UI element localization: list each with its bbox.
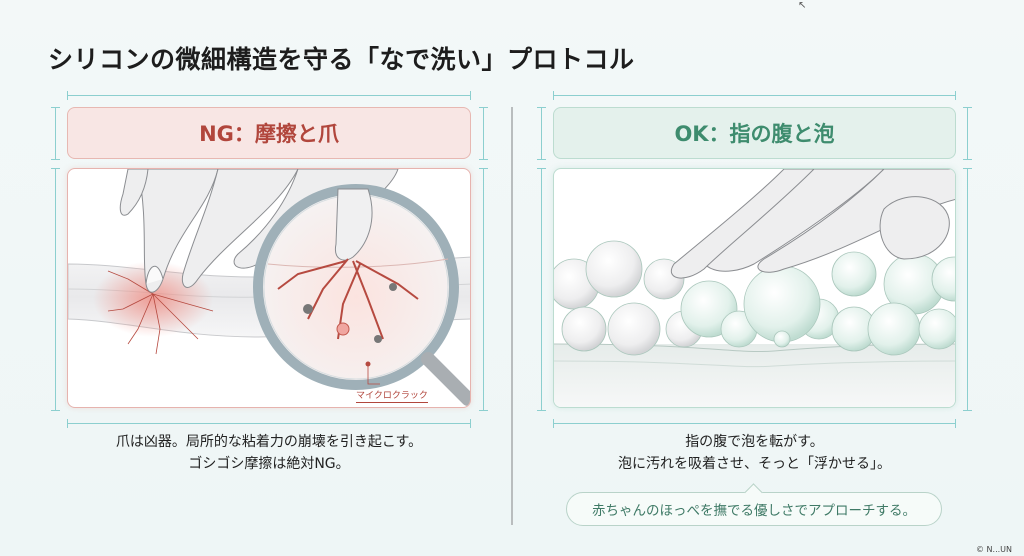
- panel-divider: [511, 107, 513, 525]
- dimension-line: [67, 419, 471, 428]
- ok-callout: 赤ちゃんのほっぺを撫でる優しさでアプローチする。: [566, 492, 942, 526]
- ng-illustration: マイクロクラック: [67, 168, 471, 408]
- dimension-line: [963, 168, 972, 411]
- ok-caption-line-1: 指の腹で泡を転がす。: [685, 434, 824, 450]
- dimension-line: [537, 168, 546, 411]
- ng-caption: 爪は凶器。局所的な粘着力の崩壊を引き起こす。 ゴシゴシ摩擦は絶対NG。: [67, 431, 471, 475]
- dimension-line: [479, 107, 488, 160]
- ok-caption: 指の腹で泡を転がす。 泡に汚れを吸着させ、そっと「浮かせる」。: [553, 431, 956, 475]
- dimension-line: [963, 107, 972, 160]
- dimension-line: [553, 91, 956, 100]
- ok-heading: OK：指の腹と泡: [553, 107, 956, 159]
- microcrack-label: マイクロクラック: [356, 388, 428, 403]
- ok-caption-line-2: 泡に汚れを吸着させ、そっと「浮かせる」。: [618, 456, 891, 472]
- nail-scratch-illustration: [68, 169, 470, 406]
- watermark: © N...UN: [976, 545, 1012, 554]
- dimension-line: [537, 107, 546, 160]
- foam-wash-illustration: [554, 169, 955, 407]
- dimension-line: [553, 419, 956, 428]
- page-title: シリコンの微細構造を守る「なで洗い」プロトコル: [48, 45, 635, 74]
- ng-heading: NG：摩擦と爪: [67, 107, 471, 159]
- dimension-line: [479, 168, 488, 411]
- ng-caption-line-2: ゴシゴシ摩擦は絶対NG。: [188, 456, 350, 472]
- dimension-line: [51, 168, 60, 411]
- dimension-line: [67, 91, 471, 100]
- ok-illustration: [553, 168, 956, 408]
- ng-caption-line-1: 爪は凶器。局所的な粘着力の崩壊を引き起こす。: [115, 434, 423, 450]
- mouse-cursor-icon: ↖: [798, 0, 807, 11]
- dimension-line: [51, 107, 60, 160]
